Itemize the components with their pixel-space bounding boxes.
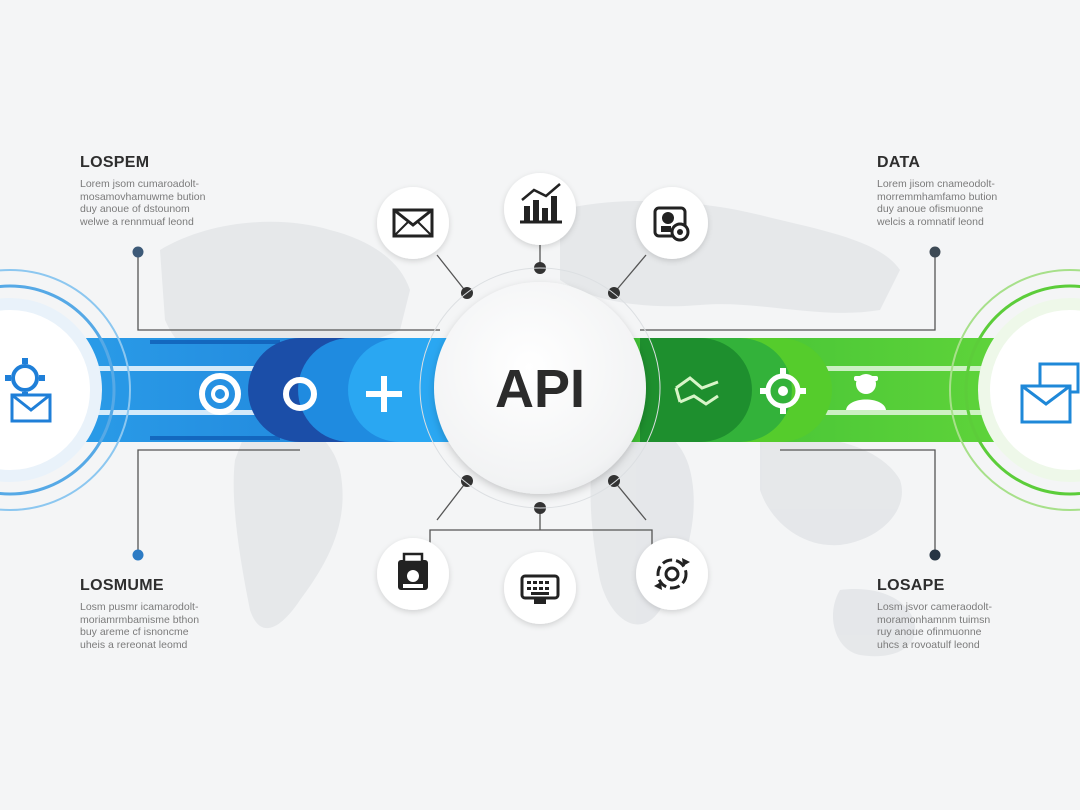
- text-block-bottom-right: LOSAPE Losm jsvor cameraodolt- moramonha…: [877, 577, 1077, 651]
- text-block-top-right: DATA Lorem jisom cnameodolt- morremmhamf…: [877, 154, 1077, 228]
- block-line: duy anoue ofismuonne: [877, 203, 984, 215]
- text-block-top-left: LOSPEM Lorem jsom cumaroadolt- mosamovha…: [80, 154, 280, 228]
- api-label: API: [495, 359, 585, 419]
- block-line: mosamovhamuwme bution: [80, 190, 206, 203]
- envelope-icon: [392, 208, 434, 238]
- keyboard-icon: [520, 574, 560, 604]
- block-line: Lorem jisom cnameodolt-: [877, 178, 995, 190]
- block-line: ruy anoue ofinmuonne: [877, 626, 982, 638]
- block-title: LOSPEM: [80, 154, 150, 171]
- handshake-icon: [674, 376, 719, 406]
- block-line: duy anoue of dstounom: [80, 203, 190, 215]
- node-bottom-right[interactable]: [636, 538, 708, 610]
- gear-envelope-icon: [5, 358, 52, 423]
- envelope-stack-icon: [1020, 362, 1080, 424]
- block-line: moriamrmbamisme bthon: [80, 613, 200, 626]
- node-top-center[interactable]: [504, 173, 576, 245]
- node-bottom-left[interactable]: [377, 538, 449, 610]
- text-block-bottom-left: LOSMUME Losm pusmr icamarodolt- moriamrm…: [80, 577, 280, 651]
- plus-icon: [366, 376, 402, 412]
- block-title: DATA: [877, 154, 921, 171]
- user-icon: [846, 374, 886, 410]
- left-hub: [0, 269, 131, 511]
- block-line: uheis a rereonat leomd: [80, 638, 188, 651]
- block-line: morremmhamfamo bution: [877, 190, 998, 203]
- block-line: welwe a rennmuaf leond: [80, 215, 194, 228]
- block-line: welcis a romnatif leond: [877, 215, 984, 228]
- target-icon: [199, 373, 241, 415]
- printer-icon: [398, 552, 428, 590]
- block-line: buy areme cf isnoncme: [80, 626, 189, 638]
- ring-icon: [283, 377, 317, 411]
- block-line: Losm pusmr icamarodolt-: [80, 601, 199, 613]
- block-line: moramonhamnm tuimsn: [877, 613, 991, 626]
- refresh-gear-icon: [654, 558, 690, 590]
- node-bottom-center[interactable]: [504, 552, 576, 624]
- api-hub: API: [419, 267, 661, 509]
- node-top-left[interactable]: [377, 187, 449, 259]
- world-map-background: [160, 200, 916, 657]
- corner-connectors: [137, 242, 936, 555]
- block-title: LOSAPE: [877, 577, 945, 594]
- block-line: Lorem jsom cumaroadolt-: [80, 178, 200, 190]
- block-title: LOSMUME: [80, 577, 164, 594]
- bar-chart-icon: [520, 183, 562, 224]
- camera-gear-icon: [653, 206, 690, 242]
- node-top-right[interactable]: [636, 187, 708, 259]
- block-line: Losm jsvor cameraodolt-: [877, 601, 992, 613]
- gear-icon: [760, 368, 806, 414]
- block-line: uhcs a rovoatulf leond: [877, 638, 980, 651]
